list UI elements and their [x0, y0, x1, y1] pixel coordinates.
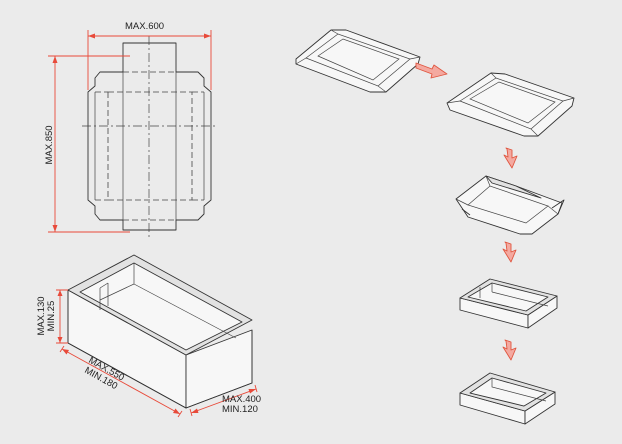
- box-height-max-label: MAX.130: [36, 296, 47, 335]
- down-arrow-icon: [503, 147, 518, 169]
- blank-width-label: MAX.600: [125, 21, 164, 32]
- step-3-partially-erected: [455, 175, 565, 235]
- down-arrow-icon: [502, 339, 517, 361]
- step-5-finished-tray: [459, 372, 556, 425]
- step-4-erected-tray: [459, 278, 558, 329]
- box-3d: [67, 254, 253, 409]
- down-arrow-icon: [502, 241, 517, 263]
- box-height-min-label: MIN.25: [46, 301, 57, 332]
- box-width-min-label: MIN.120: [222, 404, 258, 415]
- flat-blank: [82, 36, 216, 238]
- blank-height-dimension: MAX.850: [44, 55, 130, 233]
- step-2-folded-flaps: [446, 72, 575, 137]
- blank-height-label: MAX.850: [44, 125, 55, 164]
- box-width-dimension: MAX.400 MIN.120: [189, 384, 261, 417]
- box-width-max-label: MAX.400: [222, 394, 261, 405]
- right-arrow-icon: [415, 62, 448, 79]
- blank-width-dimension: MAX.600: [87, 21, 212, 90]
- box-height-dimension: MAX.130 MIN.25: [36, 289, 68, 344]
- step-1-flat-blank: [295, 29, 421, 93]
